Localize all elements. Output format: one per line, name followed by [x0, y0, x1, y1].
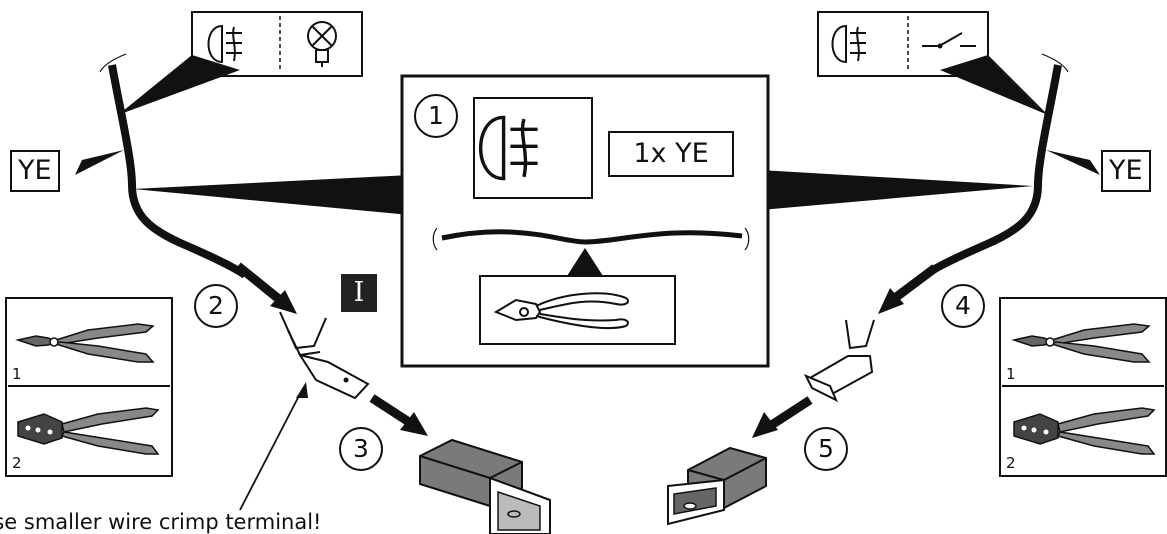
wire-color-label-right: YE: [1101, 150, 1151, 192]
tool-options-right: [999, 297, 1167, 477]
note-leader: [239, 389, 303, 511]
tool-option-left-2: 2: [12, 454, 22, 472]
arrow-2: [235, 262, 283, 304]
step-1-number: 1: [428, 101, 444, 130]
switch-icon: [922, 32, 976, 49]
arrow-5: [767, 396, 813, 430]
arrow-4: [892, 264, 938, 302]
connector-housing-right: [667, 446, 767, 526]
connector-housing-left: [419, 438, 551, 534]
tool-options-left: [5, 297, 173, 477]
cut-quantity-label: 1x YE: [608, 131, 734, 177]
terminal-note: Use smaller wire crimp terminal!: [0, 510, 322, 534]
tool-option-right-2: 2: [1006, 454, 1016, 472]
bulb-icon: [307, 21, 337, 67]
right-wire: [922, 64, 1062, 279]
step-3-number: 3: [353, 434, 369, 463]
wire-color-label-left: YE: [10, 150, 60, 192]
tool-option-left-1: 1: [12, 365, 22, 383]
step-2-number: 2: [208, 291, 224, 320]
tool-option-right-1: 1: [1006, 365, 1016, 383]
left-wire: [108, 64, 248, 279]
step-4-number: 4: [955, 291, 971, 320]
variant-marker: I: [341, 274, 377, 312]
crimp-terminal-left: [279, 311, 370, 400]
arrow-3: [369, 394, 415, 428]
crimp-terminal-right: [803, 319, 875, 403]
step-5-number: 5: [818, 434, 834, 463]
